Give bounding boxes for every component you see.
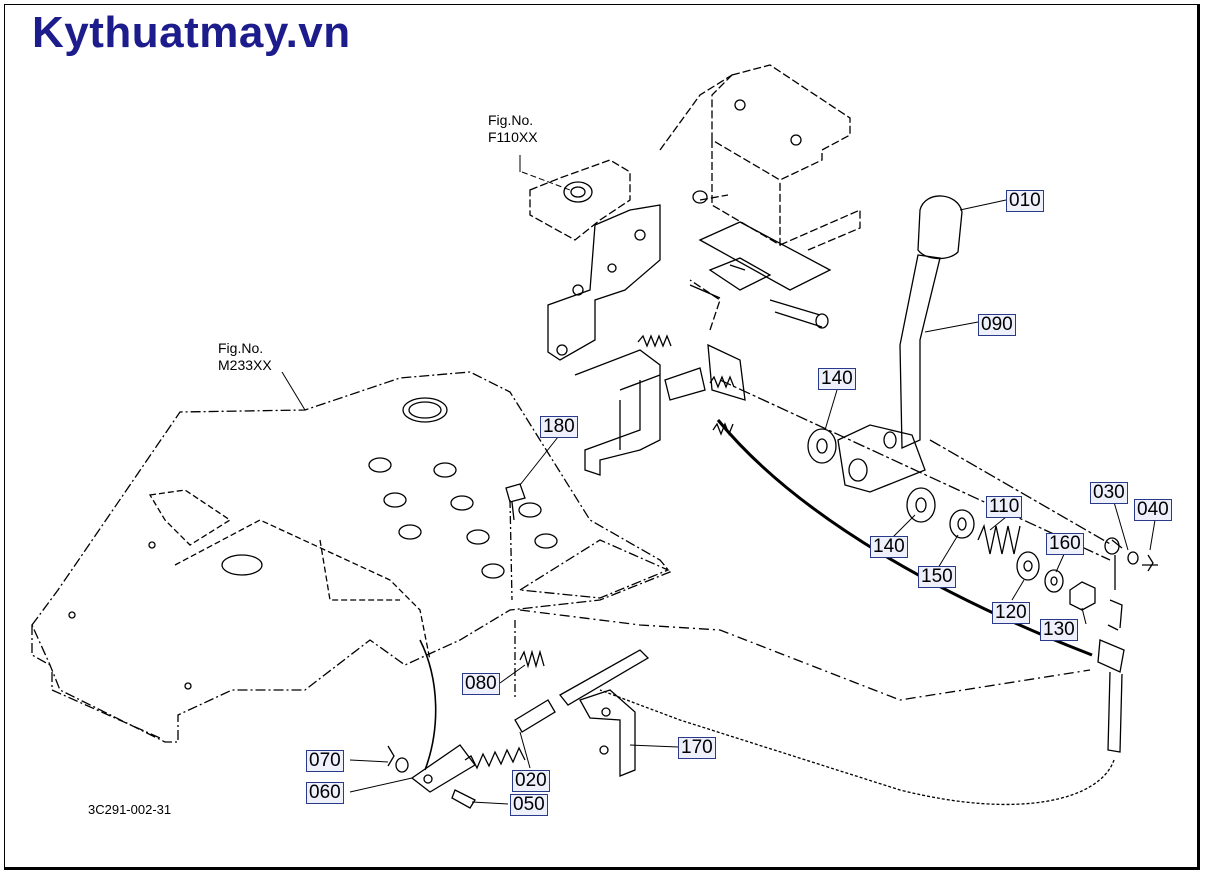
clip-040 xyxy=(1142,554,1158,572)
washer-140-lower xyxy=(906,487,936,523)
fig-ref-f110-line1: Fig.No. xyxy=(488,112,534,128)
diagram-code: 3C291-002-31 xyxy=(88,802,172,817)
cable-tube xyxy=(559,649,650,706)
brand-title: Kythuatmay.vn xyxy=(32,8,351,57)
upper-frame-box xyxy=(711,140,781,247)
lever-support xyxy=(659,74,733,331)
fig-ref-m233-line1: Fig.No. xyxy=(218,340,264,356)
cable-end-fitting xyxy=(1097,599,1125,673)
floor-grommets xyxy=(68,397,558,690)
cable-lower xyxy=(599,689,1115,806)
floor-channel xyxy=(174,519,431,661)
washer-150 xyxy=(949,509,975,539)
pin-030 xyxy=(1111,539,1123,590)
part-label-150[interactable]: 150 xyxy=(918,566,956,588)
washer-120 xyxy=(1016,551,1040,581)
part-label-110[interactable]: 110 xyxy=(986,496,1023,518)
part-label-050[interactable]: 050 xyxy=(510,794,548,816)
cable-loop xyxy=(419,639,437,771)
clevis-060 xyxy=(410,744,476,793)
part-label-070[interactable]: 070 xyxy=(306,750,344,772)
part-label-020[interactable]: 020 xyxy=(512,770,550,792)
upper-frame xyxy=(711,64,851,181)
fig-ref-m233: Fig.No. M233XX xyxy=(218,340,272,374)
cable-housing xyxy=(514,699,556,733)
part-label-010[interactable]: 010 xyxy=(1006,190,1044,212)
assembly-axis-2 xyxy=(929,439,1113,546)
spring-upper xyxy=(637,334,672,348)
floor-slot-2 xyxy=(319,539,400,601)
part-label-060[interactable]: 060 xyxy=(306,782,344,804)
lever-knob xyxy=(917,195,963,260)
bracket-tab xyxy=(619,374,661,450)
washer-160 xyxy=(1044,569,1064,593)
part-label-170[interactable]: 170 xyxy=(678,737,716,759)
lever-hub xyxy=(837,424,926,493)
part-label-030[interactable]: 030 xyxy=(1090,482,1128,504)
drawing-frame xyxy=(4,4,1200,870)
part-label-130[interactable]: 130 xyxy=(1040,619,1078,641)
link-plate xyxy=(664,343,746,401)
floor-plate-edge xyxy=(31,625,51,666)
floor-plate-outline xyxy=(31,371,672,743)
spring-110 xyxy=(977,523,1021,555)
clip-070 xyxy=(387,745,395,767)
guide-plate-slots xyxy=(689,257,772,299)
pivot-bracket xyxy=(529,159,631,241)
fig-ref-m233-line2: M233XX xyxy=(218,357,272,373)
pin-050 xyxy=(451,789,476,809)
bolt-180 xyxy=(505,483,526,521)
leader-lines xyxy=(281,155,1156,805)
fig-ref-f110: Fig.No. F110XX xyxy=(488,112,538,146)
part-label-140-lower[interactable]: 140 xyxy=(870,536,908,558)
floor-slot xyxy=(148,489,232,546)
upper-frame-box-2 xyxy=(779,209,861,251)
spring-mid xyxy=(709,375,735,389)
spring-080 xyxy=(519,649,545,669)
cable-rod xyxy=(1107,671,1123,753)
guide-plate xyxy=(698,221,832,291)
part-label-120[interactable]: 120 xyxy=(992,602,1030,624)
bracket-170 xyxy=(579,689,636,777)
part-label-040[interactable]: 040 xyxy=(1134,499,1172,521)
floor-ramp xyxy=(518,539,670,599)
nut-130 xyxy=(1069,581,1096,611)
fig-ref-f110-line2: F110XX xyxy=(488,129,538,145)
bracket-arm xyxy=(574,349,661,476)
cable-dashed xyxy=(519,609,1091,701)
cable-vert xyxy=(509,499,516,700)
part-label-090[interactable]: 090 xyxy=(978,314,1016,336)
part-label-160[interactable]: 160 xyxy=(1046,533,1084,555)
floor-plate-side xyxy=(51,672,161,739)
washer-030 xyxy=(1127,551,1139,565)
shaft xyxy=(769,299,823,328)
washer-140-upper xyxy=(807,428,837,464)
part-label-140-upper[interactable]: 140 xyxy=(818,368,856,390)
lever-arm xyxy=(899,254,941,449)
part-label-180[interactable]: 180 xyxy=(540,416,578,438)
part-label-080[interactable]: 080 xyxy=(462,673,500,695)
bracket-body xyxy=(547,204,661,361)
assembly-axis xyxy=(719,379,1111,561)
